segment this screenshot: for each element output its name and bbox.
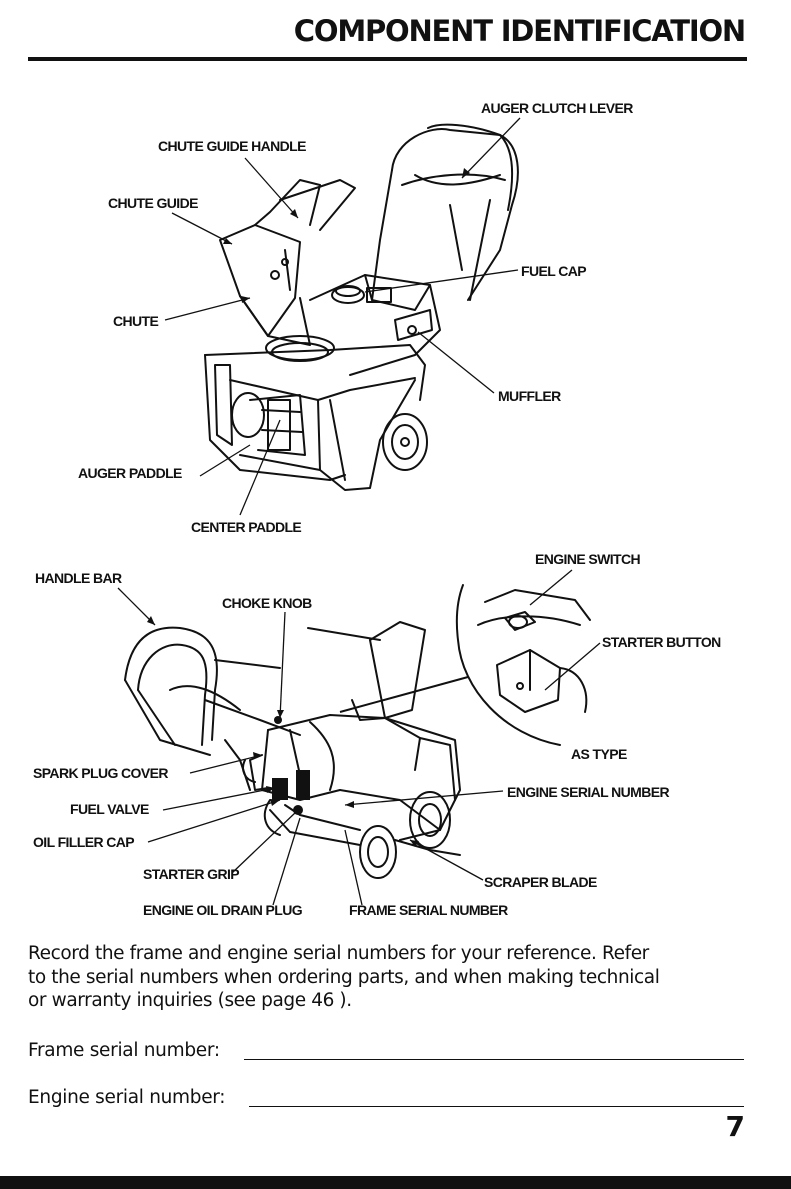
label-engine-serial-number: ENGINE SERIAL NUMBER: [507, 784, 670, 800]
snowblower-illustration-rear: [117, 569, 601, 906]
label-auger-paddle: AUGER PADDLE: [78, 465, 182, 481]
page-number: 7: [725, 1110, 745, 1143]
label-frame-serial-number: FRAME SERIAL NUMBER: [349, 902, 508, 918]
label-as-type: AS TYPE: [571, 746, 627, 762]
label-muffler: MUFFLER: [498, 388, 561, 404]
label-scraper-blade: SCRAPER BLADE: [484, 874, 597, 890]
label-chute-guide-handle: CHUTE GUIDE HANDLE: [158, 138, 306, 154]
label-choke-knob: CHOKE KNOB: [222, 595, 312, 611]
frame-serial-label: Frame serial number:: [28, 1040, 220, 1061]
frame-serial-field[interactable]: [244, 1059, 744, 1060]
label-chute: CHUTE: [113, 313, 159, 329]
label-auger-clutch-lever: AUGER CLUTCH LEVER: [481, 100, 633, 116]
paragraph-line: to the serial numbers when ordering part…: [28, 966, 660, 988]
label-starter-grip: STARTER GRIP: [143, 866, 240, 882]
label-fuel-cap: FUEL CAP: [521, 263, 587, 279]
label-center-paddle: CENTER PADDLE: [191, 519, 302, 535]
engine-serial-field[interactable]: [249, 1106, 744, 1107]
paragraph-line: or warranty inquiries (see page 46 ).: [28, 990, 352, 1011]
paragraph-line: Record the frame and engine serial numbe…: [28, 943, 649, 964]
label-starter-button: STARTER BUTTON: [602, 634, 721, 650]
label-oil-filler-cap: OIL FILLER CAP: [33, 834, 135, 850]
page-title: COMPONENT IDENTIFICATION: [293, 14, 746, 48]
label-spark-plug-cover: SPARK PLUG COVER: [33, 765, 168, 781]
label-chute-guide: CHUTE GUIDE: [108, 195, 198, 211]
instruction-paragraph: Record the frame and engine serial numbe…: [28, 942, 758, 1013]
title-rule: [28, 57, 747, 61]
bottom-border: [0, 1176, 791, 1189]
snowblower-illustration-front: [164, 117, 521, 516]
label-handle-bar: HANDLE BAR: [35, 570, 122, 586]
engine-serial-label: Engine serial number:: [28, 1087, 226, 1108]
label-fuel-valve: FUEL VALVE: [70, 801, 149, 817]
label-engine-switch: ENGINE SWITCH: [535, 551, 641, 567]
label-engine-oil-drain-plug: ENGINE OIL DRAIN PLUG: [143, 902, 303, 918]
